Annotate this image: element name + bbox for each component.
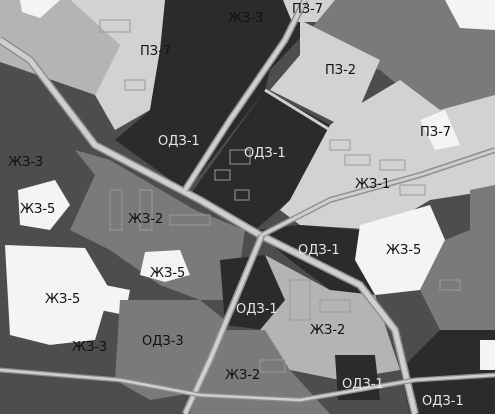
zone-label-odz1-center: ОДЗ-1 xyxy=(244,146,286,161)
zone-label-odz1-nw: ОДЗ-1 xyxy=(158,134,200,149)
zone-area xyxy=(20,0,60,18)
zone-label-zh5-right: ЖЗ-5 xyxy=(386,243,421,258)
zone-labels: ЖЗ-3 ПЗ-7 ПЗ-2 ПЗ-7 ОДЗ-1 ОДЗ-1 ПЗ-7 ЖЗ-… xyxy=(8,2,464,409)
zone-area xyxy=(18,180,70,230)
zone-area xyxy=(160,0,300,70)
zone-area xyxy=(0,0,120,95)
zone-area xyxy=(400,330,495,414)
zone-area xyxy=(220,255,285,330)
zone-area xyxy=(0,62,95,150)
zone-label-zh5-left: ЖЗ-5 xyxy=(20,202,55,217)
zone-label-odz3: ОДЗ-3 xyxy=(142,334,184,349)
zone-label-zh3-left: ЖЗ-3 xyxy=(8,155,43,170)
zone-label-zh2-mid: ЖЗ-2 xyxy=(128,212,163,227)
zone-area xyxy=(260,255,400,380)
building-footprints xyxy=(99,19,461,373)
zone-label-odz1-bottom: ОДЗ-1 xyxy=(342,377,384,392)
zone-label-odz1-corner: ОДЗ-1 xyxy=(422,394,464,409)
zone-label-odz1-east: ОДЗ-1 xyxy=(298,243,340,258)
zone-label-zh1: ЖЗ-1 xyxy=(355,177,390,192)
zone-area xyxy=(480,340,495,370)
bottom-road-surface xyxy=(0,368,495,402)
zone-area xyxy=(190,90,330,230)
zone-area xyxy=(420,110,460,150)
zone-area xyxy=(355,205,445,295)
zone-area xyxy=(5,245,110,345)
zone-area xyxy=(140,250,190,282)
zone-label-zh2-se: ЖЗ-2 xyxy=(310,323,345,338)
main-road-surface xyxy=(0,37,418,414)
east-road-surface xyxy=(261,148,495,237)
zone-area xyxy=(70,0,165,130)
zone-label-zh5-lower-left: ЖЗ-5 xyxy=(45,292,80,307)
south-road-surface xyxy=(183,234,264,414)
zone-area xyxy=(445,0,495,30)
north-road-surface xyxy=(183,0,307,192)
zone-label-pz7-left: ПЗ-7 xyxy=(140,44,171,59)
zone-label-pz2: ПЗ-2 xyxy=(325,63,356,78)
zone-label-zh5-center: ЖЗ-5 xyxy=(150,266,185,281)
zone-area xyxy=(70,150,245,300)
thin-road xyxy=(264,88,331,132)
zone-label-zh3-bottom: ЖЗ-3 xyxy=(72,340,107,355)
zone-label-pz7-right: ПЗ-7 xyxy=(420,125,451,140)
zone-area xyxy=(115,300,225,400)
zone-area xyxy=(115,50,270,190)
zone-label-pz7-top: ПЗ-7 xyxy=(292,2,323,17)
zone-label-zh2-bottom: ЖЗ-2 xyxy=(225,368,260,383)
zone-label-zh3-top: ЖЗ-3 xyxy=(228,11,263,26)
zone-area xyxy=(310,0,495,120)
zone-area xyxy=(270,20,380,130)
zone-label-odz1-south: ОДЗ-1 xyxy=(236,302,278,317)
